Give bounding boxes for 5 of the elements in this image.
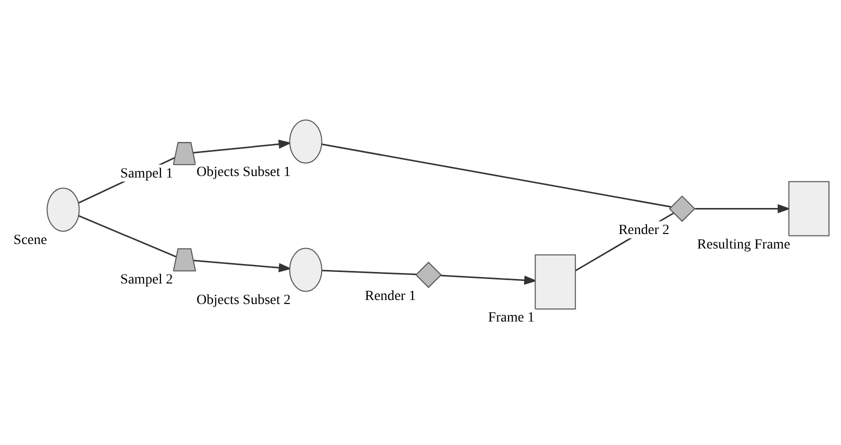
node-label: Render 1: [364, 288, 416, 304]
node-text: Sampel 2: [120, 271, 173, 288]
node-label: Scene: [14, 232, 48, 248]
node-text: Objects Subset 1: [196, 163, 291, 180]
node-label: Objects Subset 2: [196, 292, 291, 308]
